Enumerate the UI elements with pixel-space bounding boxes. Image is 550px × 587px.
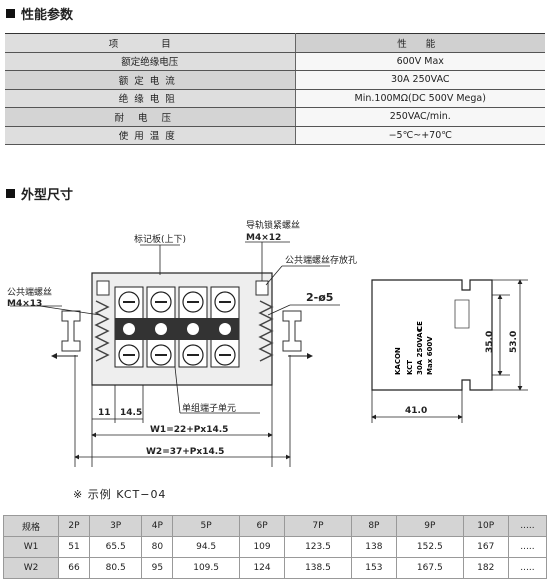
label-w2: W2=37+Px14.5: [146, 447, 224, 457]
spec-header-row: 项 目 性 能: [5, 33, 545, 53]
label-single-unit: 单组端子单元: [182, 402, 236, 414]
label-common-screw: 公共端螺丝: [7, 286, 52, 298]
label-rail-screw: 导轨锁紧螺丝: [246, 219, 300, 231]
dim-cell: .....: [507, 536, 548, 558]
spec-row: 额定绝缘电压 600V Max: [5, 52, 545, 71]
dim-cell: 138.5: [284, 557, 352, 579]
dim-cell: 94.5: [172, 536, 240, 558]
label-dim-53: 53.0: [509, 331, 519, 353]
dimension-header-row: 规格 2P 3P 4P 5P 6P 7P 8P 9P 10P .....: [3, 515, 548, 537]
dim-header-cell: 6P: [238, 515, 286, 537]
dim-header-cell: 10P: [462, 515, 509, 537]
label-dim-11: 11: [98, 408, 111, 418]
dim-cell: 80: [141, 536, 174, 558]
dimension-row: W1 51 65.5 80 94.5 109 123.5 138 152.5 1…: [3, 536, 548, 558]
dim-cell: 167: [462, 536, 509, 558]
dimension-drawing: KACON KCT 30A 250VAC Max 600V CE 标记板(上下)…: [7, 219, 528, 467]
spec-row-value: Min.100MΩ(DC 500V Mega): [295, 89, 545, 108]
dim-header-cell: .....: [507, 515, 548, 537]
label-common-hole: 公共端螺丝存放孔: [285, 254, 357, 266]
dim-row-label: W2: [3, 557, 59, 579]
terminal-block: [91, 272, 274, 386]
spec-row-item: 使用温度: [5, 126, 296, 145]
dim-header-cell: 9P: [396, 515, 464, 537]
side-brand: KACON: [394, 347, 402, 375]
label-dim-14-5: 14.5: [120, 408, 142, 418]
dim-header-cell: 2P: [58, 515, 90, 537]
dim-cell: 95: [141, 557, 174, 579]
spec-row: 耐电压 250VAC/min.: [5, 107, 545, 127]
side-text-line: Max 600V: [426, 336, 434, 375]
label-dim-41: 41.0: [405, 406, 427, 416]
spec-row-value: 30A 250VAC: [295, 70, 545, 90]
spec-row-value: 250VAC/min.: [295, 107, 545, 127]
spec-row-item: 额定电流: [5, 70, 296, 90]
spec-row: 使用温度 −5℃~+70℃: [5, 126, 545, 145]
spec-table: 项 目 性 能 额定绝缘电压 600V Max 额定电流 30A 250VAC …: [5, 33, 545, 145]
dim-cell: 51: [58, 536, 90, 558]
label-dim-35: 35.0: [485, 331, 495, 353]
section-dimensions-label: 外型尺寸: [21, 188, 74, 203]
spec-row-item: 额定绝缘电压: [5, 52, 296, 71]
dim-header-cell: 规格: [3, 515, 59, 537]
dim-cell: 123.5: [284, 536, 352, 558]
label-w1: W1=22+Px14.5: [150, 425, 228, 435]
dim-cell: 66: [58, 557, 90, 579]
dim-cell: 80.5: [88, 557, 143, 579]
label-common-screw-size: M4×13: [7, 299, 42, 309]
dim-row-label: W1: [3, 536, 59, 558]
side-text-line: 30A 250VAC: [416, 327, 424, 375]
dimension-row: W2 66 80.5 95 109.5 124 138.5 153 167.5 …: [3, 557, 548, 579]
dim-cell: 182: [462, 557, 509, 579]
spec-row-value: 600V Max: [295, 52, 545, 71]
dim-cell: 152.5: [396, 536, 464, 558]
dim-cell: 153: [350, 557, 398, 579]
label-marker-plate: 标记板(上下): [134, 233, 186, 245]
spec-row-item: 耐电压: [5, 107, 296, 127]
section-performance-title: 性能参数: [6, 4, 73, 23]
side-view: KACON KCT 30A 250VAC Max 600V CE: [371, 279, 528, 423]
side-text-line: KCT: [406, 360, 414, 375]
section-performance-label: 性能参数: [21, 8, 74, 23]
dimension-table: 规格 2P 3P 4P 5P 6P 7P 8P 9P 10P ..... W1 …: [3, 515, 548, 579]
dim-cell: 124: [238, 557, 286, 579]
dim-header-cell: 4P: [141, 515, 174, 537]
spec-row-item: 绝缘电阻: [5, 89, 296, 108]
label-rail-screw-size: M4×12: [246, 233, 281, 243]
bullet-square-icon: [6, 9, 15, 18]
dim-cell: 167.5: [396, 557, 464, 579]
label-hole: 2-ø5: [306, 291, 333, 304]
spec-header-value: 性 能: [295, 33, 545, 53]
section-dimensions-title: 外型尺寸: [6, 184, 73, 203]
dim-cell: 65.5: [88, 536, 143, 558]
dim-header-cell: 7P: [284, 515, 352, 537]
spec-row: 绝缘电阻 Min.100MΩ(DC 500V Mega): [5, 89, 545, 108]
dim-header-cell: 8P: [350, 515, 398, 537]
rail-right: [282, 310, 302, 352]
dim-cell: 109: [238, 536, 286, 558]
spec-row-value: −5℃~+70℃: [295, 126, 545, 145]
dim-header-cell: 5P: [172, 515, 240, 537]
ce-mark: CE: [416, 321, 424, 331]
dim-cell: .....: [507, 557, 548, 579]
bullet-square-icon: [6, 189, 15, 198]
dim-cell: 109.5: [172, 557, 240, 579]
dim-header-cell: 3P: [88, 515, 143, 537]
dim-cell: 138: [350, 536, 398, 558]
rail-left: [61, 310, 81, 352]
example-note: ※ 示例 KCT−04: [73, 488, 167, 501]
spec-row: 额定电流 30A 250VAC: [5, 70, 545, 90]
spec-header-item: 项 目: [5, 33, 296, 53]
